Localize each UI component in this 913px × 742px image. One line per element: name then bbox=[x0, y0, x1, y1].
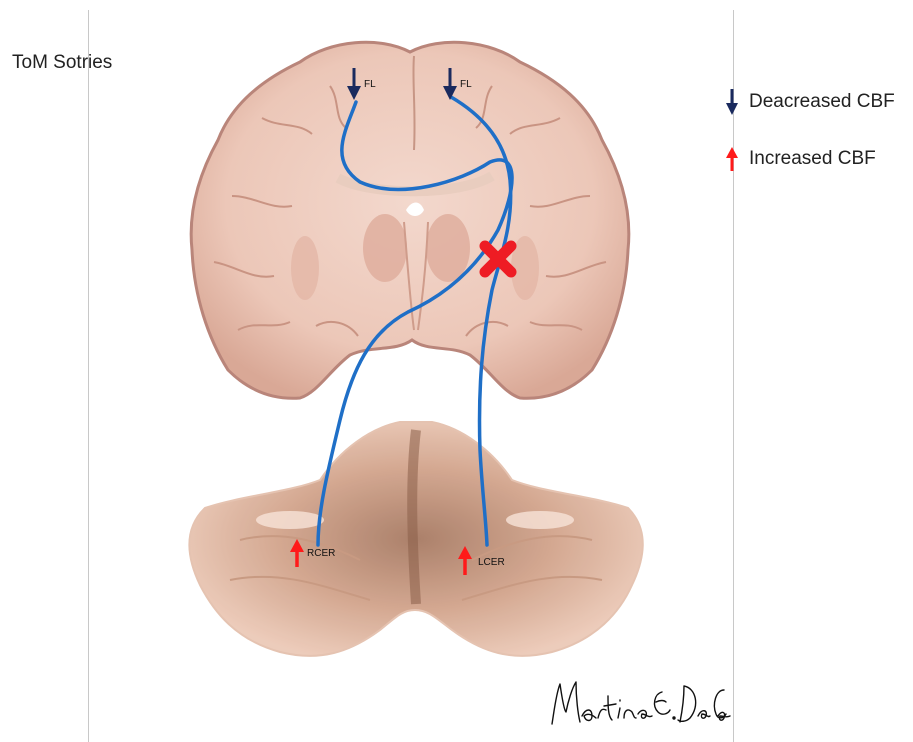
label-fl-left: FL bbox=[364, 79, 376, 90]
label-lcer: LCER bbox=[478, 557, 505, 568]
legend-decreased-label: Deacreased CBF bbox=[749, 91, 895, 113]
label-fl-right: FL bbox=[460, 79, 472, 90]
legend-decreased: Deacreased CBF bbox=[725, 88, 895, 116]
decrease-arrow-icon bbox=[725, 88, 739, 116]
legend-increased-label: Increased CBF bbox=[749, 148, 876, 170]
label-rcer: RCER bbox=[307, 548, 335, 559]
cerebrum bbox=[191, 42, 629, 398]
increase-arrow-icon bbox=[725, 146, 739, 172]
cerebellum bbox=[189, 422, 642, 656]
signature bbox=[548, 672, 733, 732]
legend-increased: Increased CBF bbox=[725, 146, 876, 172]
